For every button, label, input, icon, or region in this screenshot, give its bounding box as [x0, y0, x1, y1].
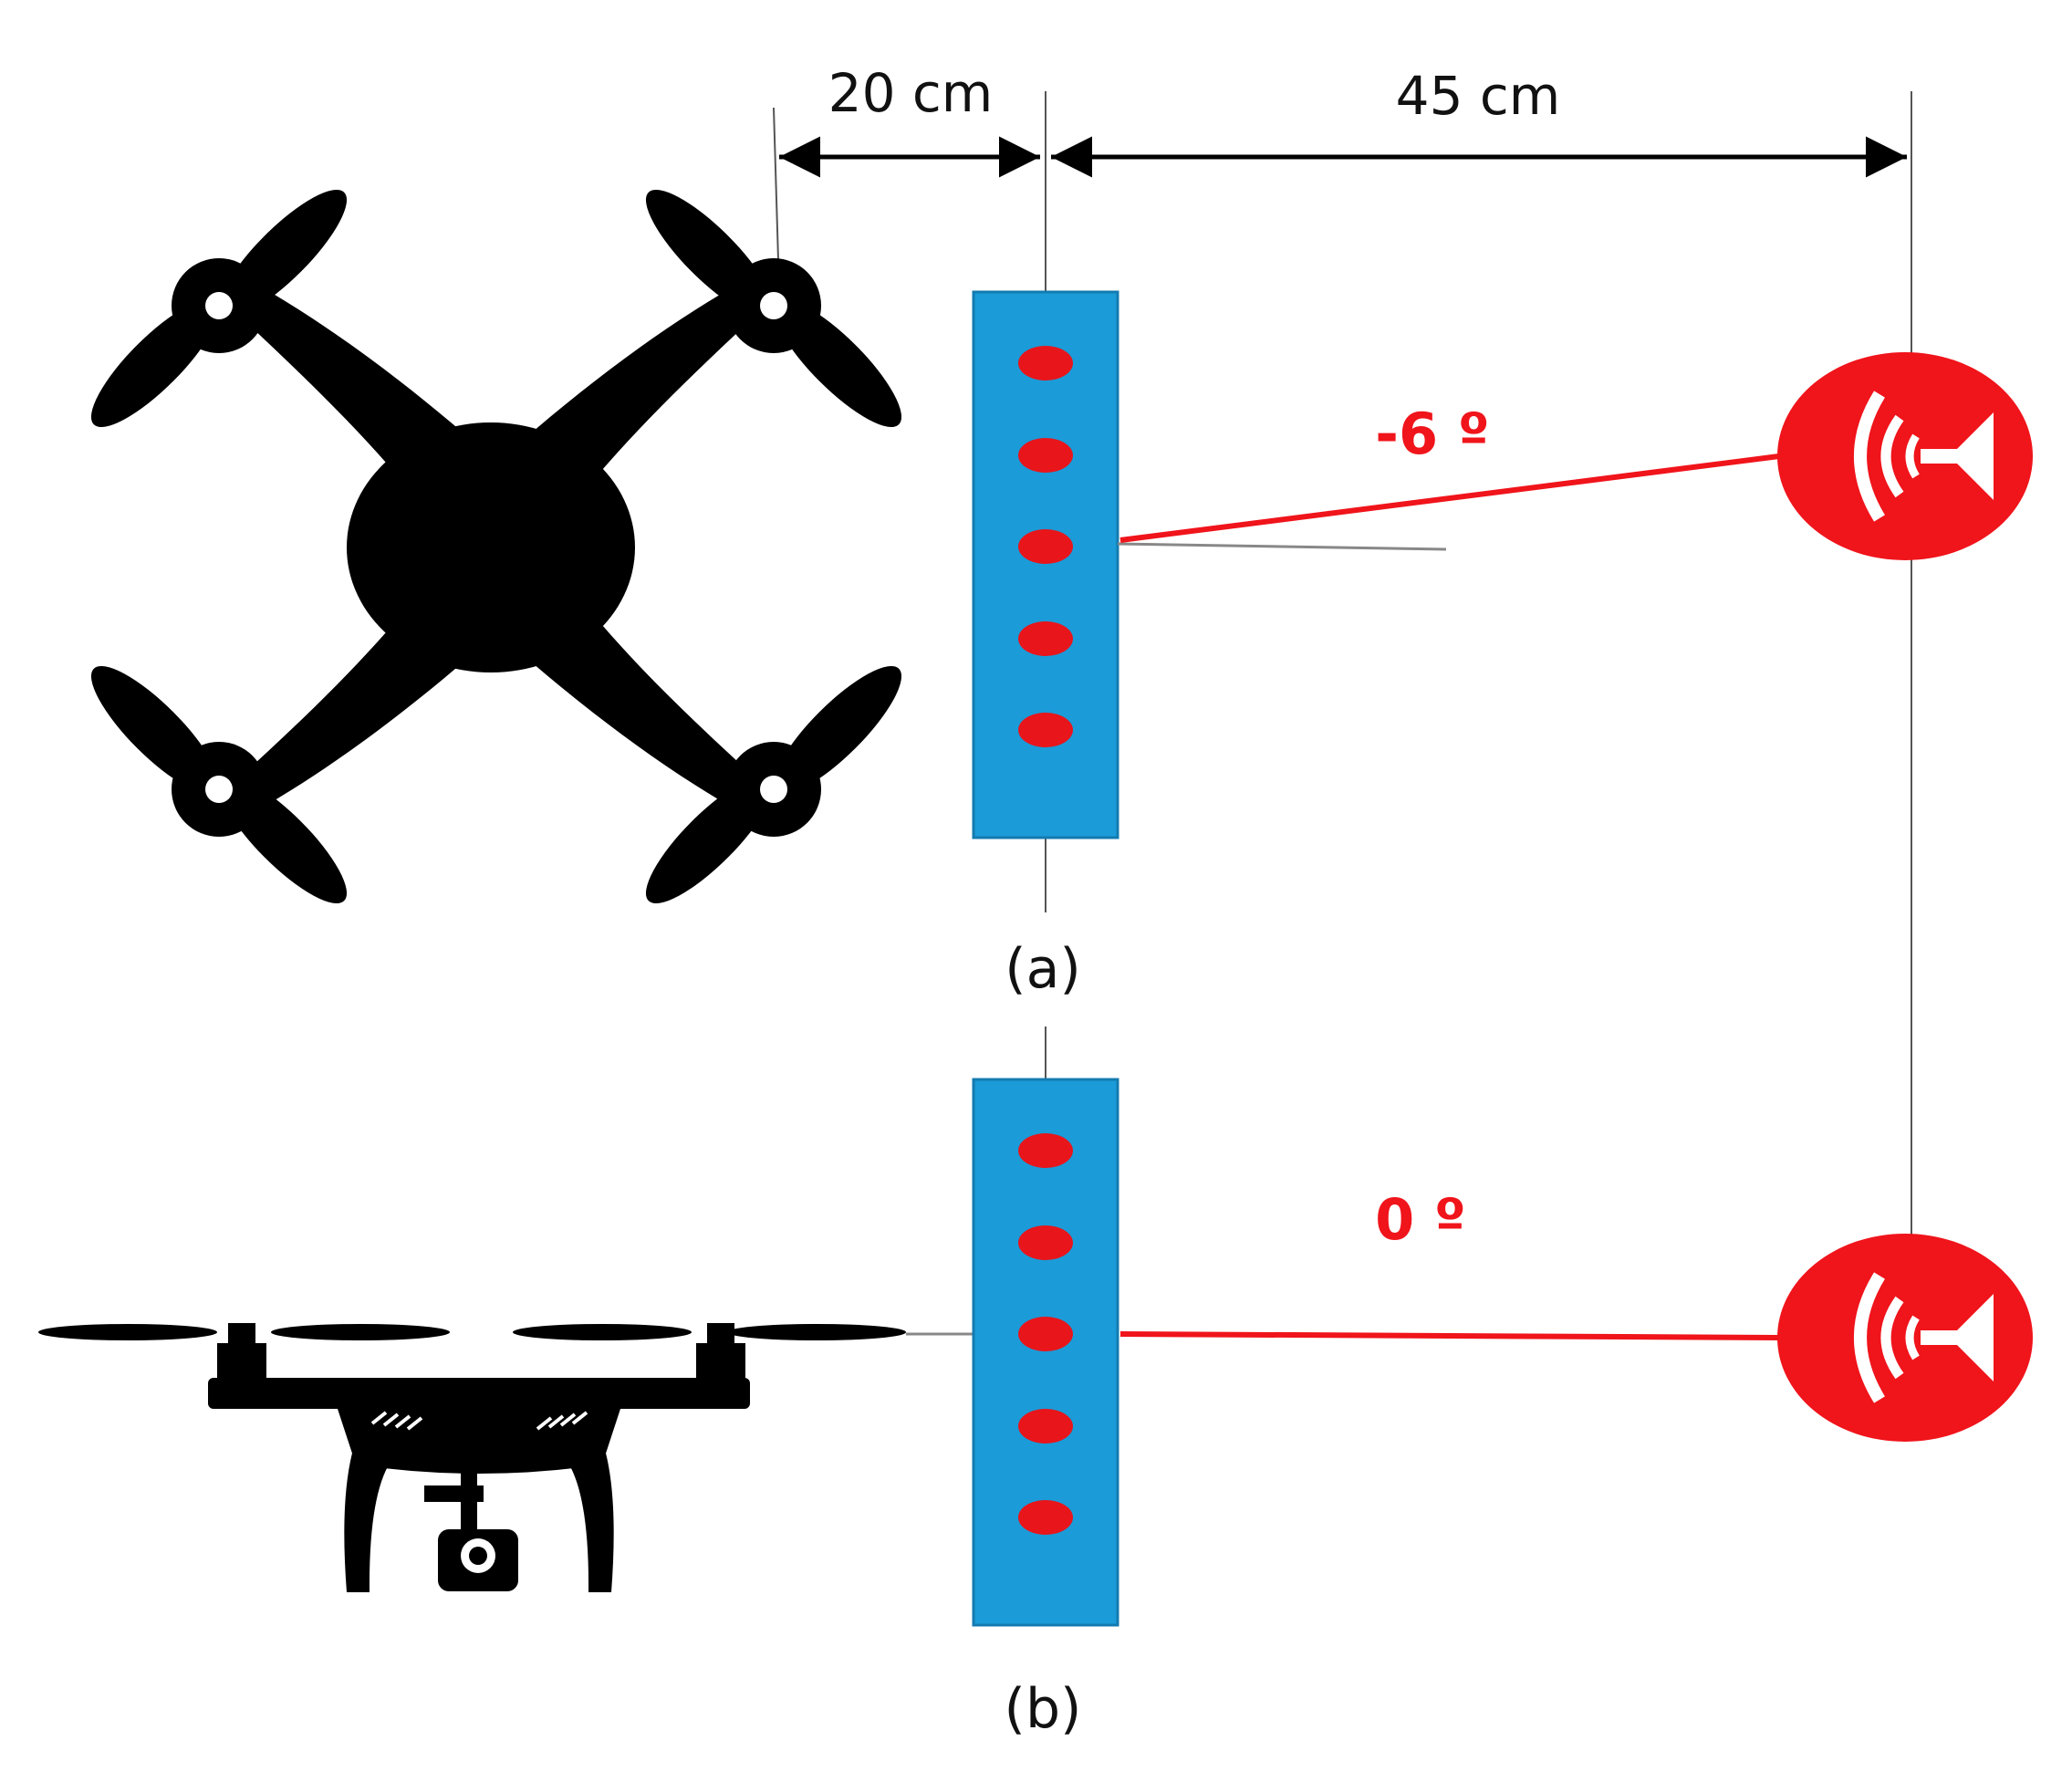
- angle-label-b: 0 º: [1375, 1186, 1466, 1253]
- microphone-icon: [1018, 1133, 1073, 1168]
- extension-line-drone: [773, 107, 779, 261]
- camera-drone-side-view-icon: [38, 1323, 906, 1592]
- sound-path-line-a: [1119, 453, 1780, 543]
- microphone-icon: [1018, 1225, 1073, 1260]
- reference-line-a: [1117, 542, 1447, 551]
- dimension-label-45cm: 45 cm: [1396, 65, 1561, 127]
- panel-a-array: [972, 91, 1119, 912]
- dimension-label-20cm: 20 cm: [828, 62, 994, 124]
- panel-b-array: [972, 1027, 1119, 1627]
- microphone-icon: [1018, 1500, 1073, 1535]
- speaker-icon: [1777, 352, 2033, 560]
- microphone-icon: [1018, 346, 1073, 380]
- microphone-icon: [1018, 529, 1073, 564]
- quadcopter-top-view-icon: [90, 189, 902, 904]
- microphone-icon: [1018, 713, 1073, 747]
- microphone-icon: [1018, 1317, 1073, 1351]
- speaker-icon: [1777, 1234, 2033, 1442]
- microphone-icon: [1018, 621, 1073, 656]
- caption-b: (b): [1005, 1677, 1082, 1741]
- microphone-icon: [1018, 438, 1073, 473]
- sound-path-line-b: [1119, 1331, 1780, 1340]
- caption-a: (a): [1005, 937, 1081, 1001]
- drone-vent-slits: [370, 1411, 588, 1431]
- angle-label-a: -6 º: [1375, 401, 1489, 467]
- microphone-icon: [1018, 1409, 1073, 1444]
- dimension-lines: 20 cm 45 cm: [773, 62, 1912, 1252]
